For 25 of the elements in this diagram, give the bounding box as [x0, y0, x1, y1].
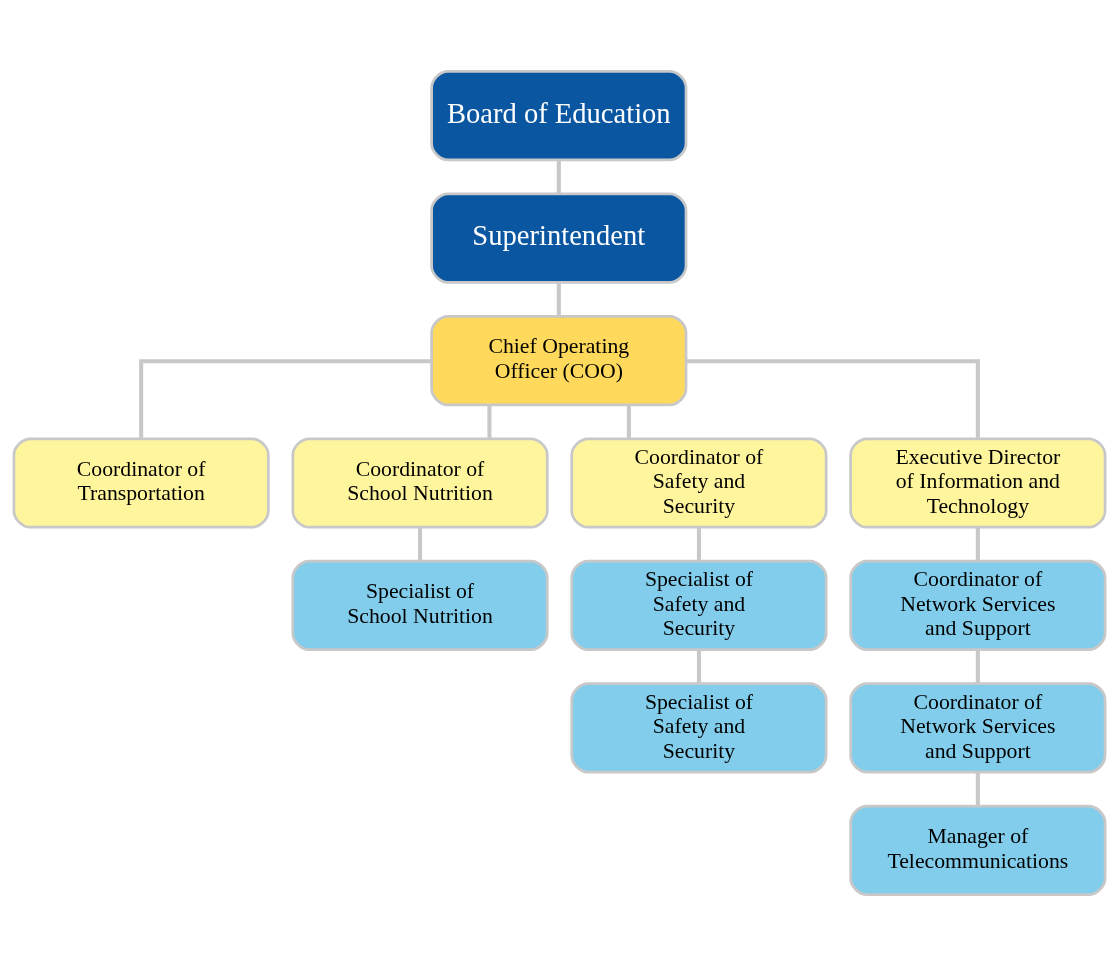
node-box: Manager of Telecommunications [849, 804, 1107, 896]
node-box: Specialist of Safety and Security [570, 559, 828, 651]
node-box: Coordinator of School Nutrition [291, 437, 549, 529]
connector [139, 359, 432, 439]
node-box: Coordinator of Network Services and Support [849, 682, 1107, 774]
connector [696, 527, 701, 562]
connector [696, 650, 701, 684]
node-box: Specialist of Safety and Security [570, 682, 828, 774]
node-box: Coordinator of Safety and Security [570, 437, 828, 529]
connector [626, 405, 631, 439]
node-box: Chief Operating Officer (COO) [430, 314, 688, 407]
node-box: Coordinator of Transportation [12, 437, 270, 529]
node-box: Executive Director of Information and Technology [849, 437, 1107, 529]
connector [556, 160, 561, 194]
connector [975, 527, 980, 562]
connector [686, 359, 980, 439]
connector [418, 527, 423, 562]
connector [556, 282, 561, 317]
connector [975, 650, 980, 684]
node-box: Coordinator of Network Services and Support [849, 559, 1107, 651]
node-box: Specialist of School Nutrition [291, 559, 549, 651]
connector [975, 772, 980, 807]
connector [487, 405, 492, 439]
node-box: Superintendent [430, 192, 688, 284]
node-box: Board of Education [430, 70, 688, 162]
